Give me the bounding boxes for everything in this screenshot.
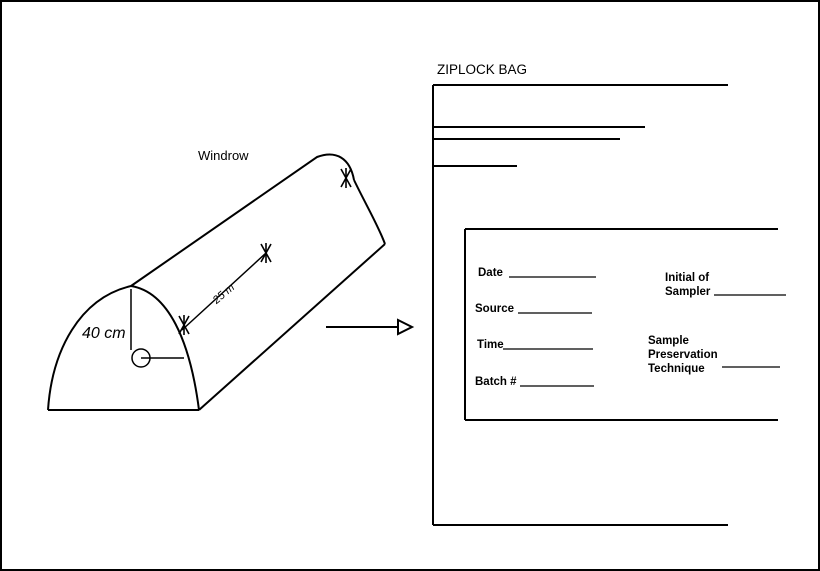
date-label: Date	[478, 267, 503, 279]
ziplock-bag	[432, 84, 728, 526]
initial-label-line1: Initial of	[665, 272, 709, 284]
windrow-front-arch	[47, 284, 200, 411]
sample-marker-front	[178, 315, 190, 335]
windrow-back-edge	[198, 243, 386, 411]
sample-marker-middle	[260, 243, 272, 263]
spacing-measure-line	[181, 252, 267, 331]
preservation-label-line2: Preservation	[648, 349, 718, 361]
sample-marker-back	[340, 168, 352, 188]
windrow-back-arch	[353, 179, 386, 245]
initial-label-line2: Sampler	[665, 286, 711, 298]
time-label: Time	[477, 339, 504, 351]
preservation-label-line3: Technique	[648, 363, 705, 375]
spacing-label: 25 m	[210, 282, 237, 308]
windrow-drawing	[47, 153, 386, 411]
arrow	[326, 318, 415, 336]
bag-title: ZIPLOCK BAG	[437, 62, 527, 77]
windrow-label: Windrow	[198, 148, 249, 163]
batch-label: Batch #	[475, 376, 517, 388]
arrow-head	[397, 318, 415, 336]
sample-label-card	[464, 228, 778, 421]
preservation-label-line1: Sample	[648, 335, 689, 347]
windrow-top-ridge	[130, 153, 355, 287]
form-field-lines	[503, 276, 786, 387]
sample-markers	[178, 168, 352, 335]
height-label: 40 cm	[82, 325, 126, 342]
source-label: Source	[475, 303, 514, 315]
